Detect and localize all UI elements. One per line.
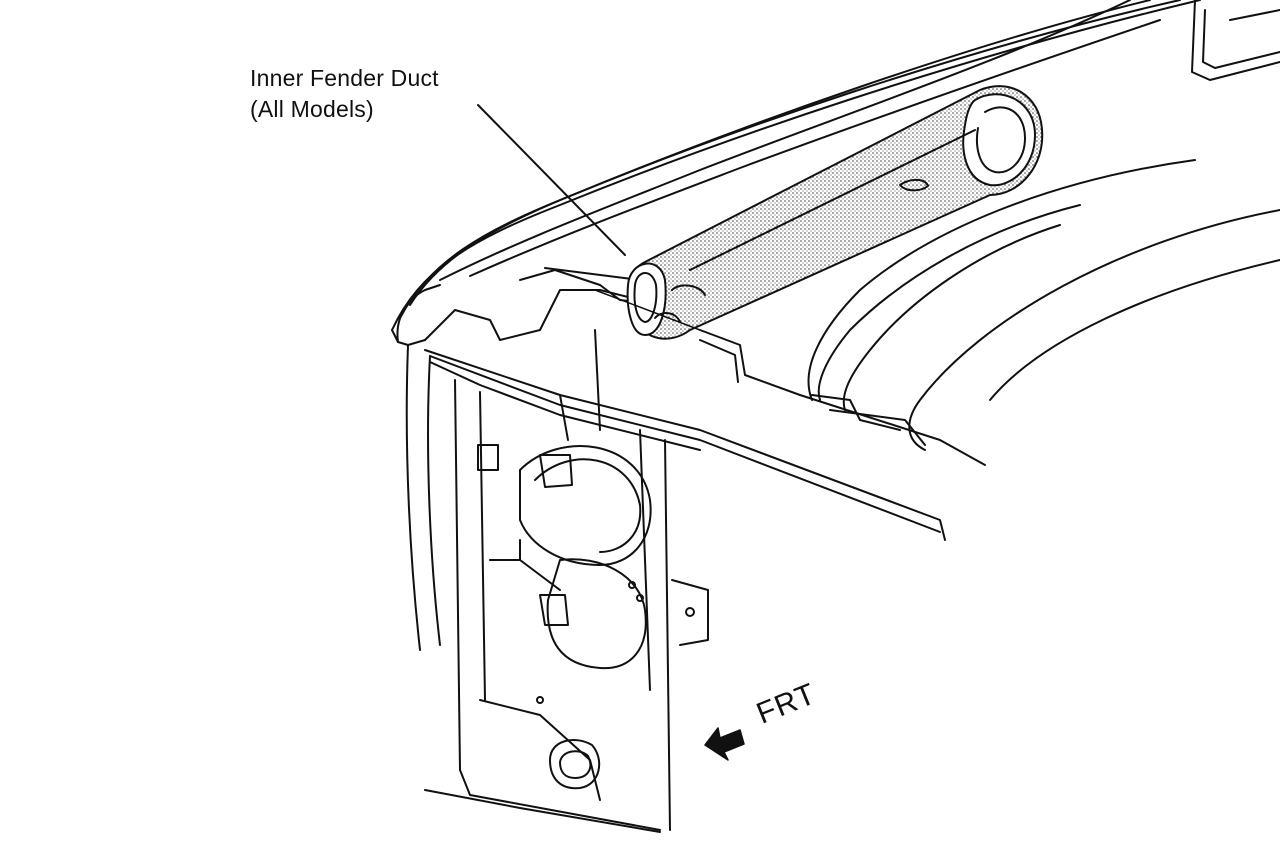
callout-label: Inner Fender Duct (All Models) <box>250 63 439 125</box>
callout-leader-line-tail <box>594 289 701 331</box>
radiator-support-pillar <box>405 329 709 833</box>
inner-fender-duct <box>626 85 1044 340</box>
front-direction-arrow-icon <box>704 727 745 761</box>
wheel-arch <box>807 159 1280 451</box>
callout-label-line2: (All Models) <box>250 96 374 122</box>
window-frame <box>1191 0 1280 81</box>
callout-leader-line <box>477 104 626 256</box>
headlamp-housing <box>477 444 652 801</box>
fender-top-edge <box>391 0 1201 346</box>
callout-label-line1: Inner Fender Duct <box>250 65 439 91</box>
radiator-support-upper <box>424 267 986 541</box>
